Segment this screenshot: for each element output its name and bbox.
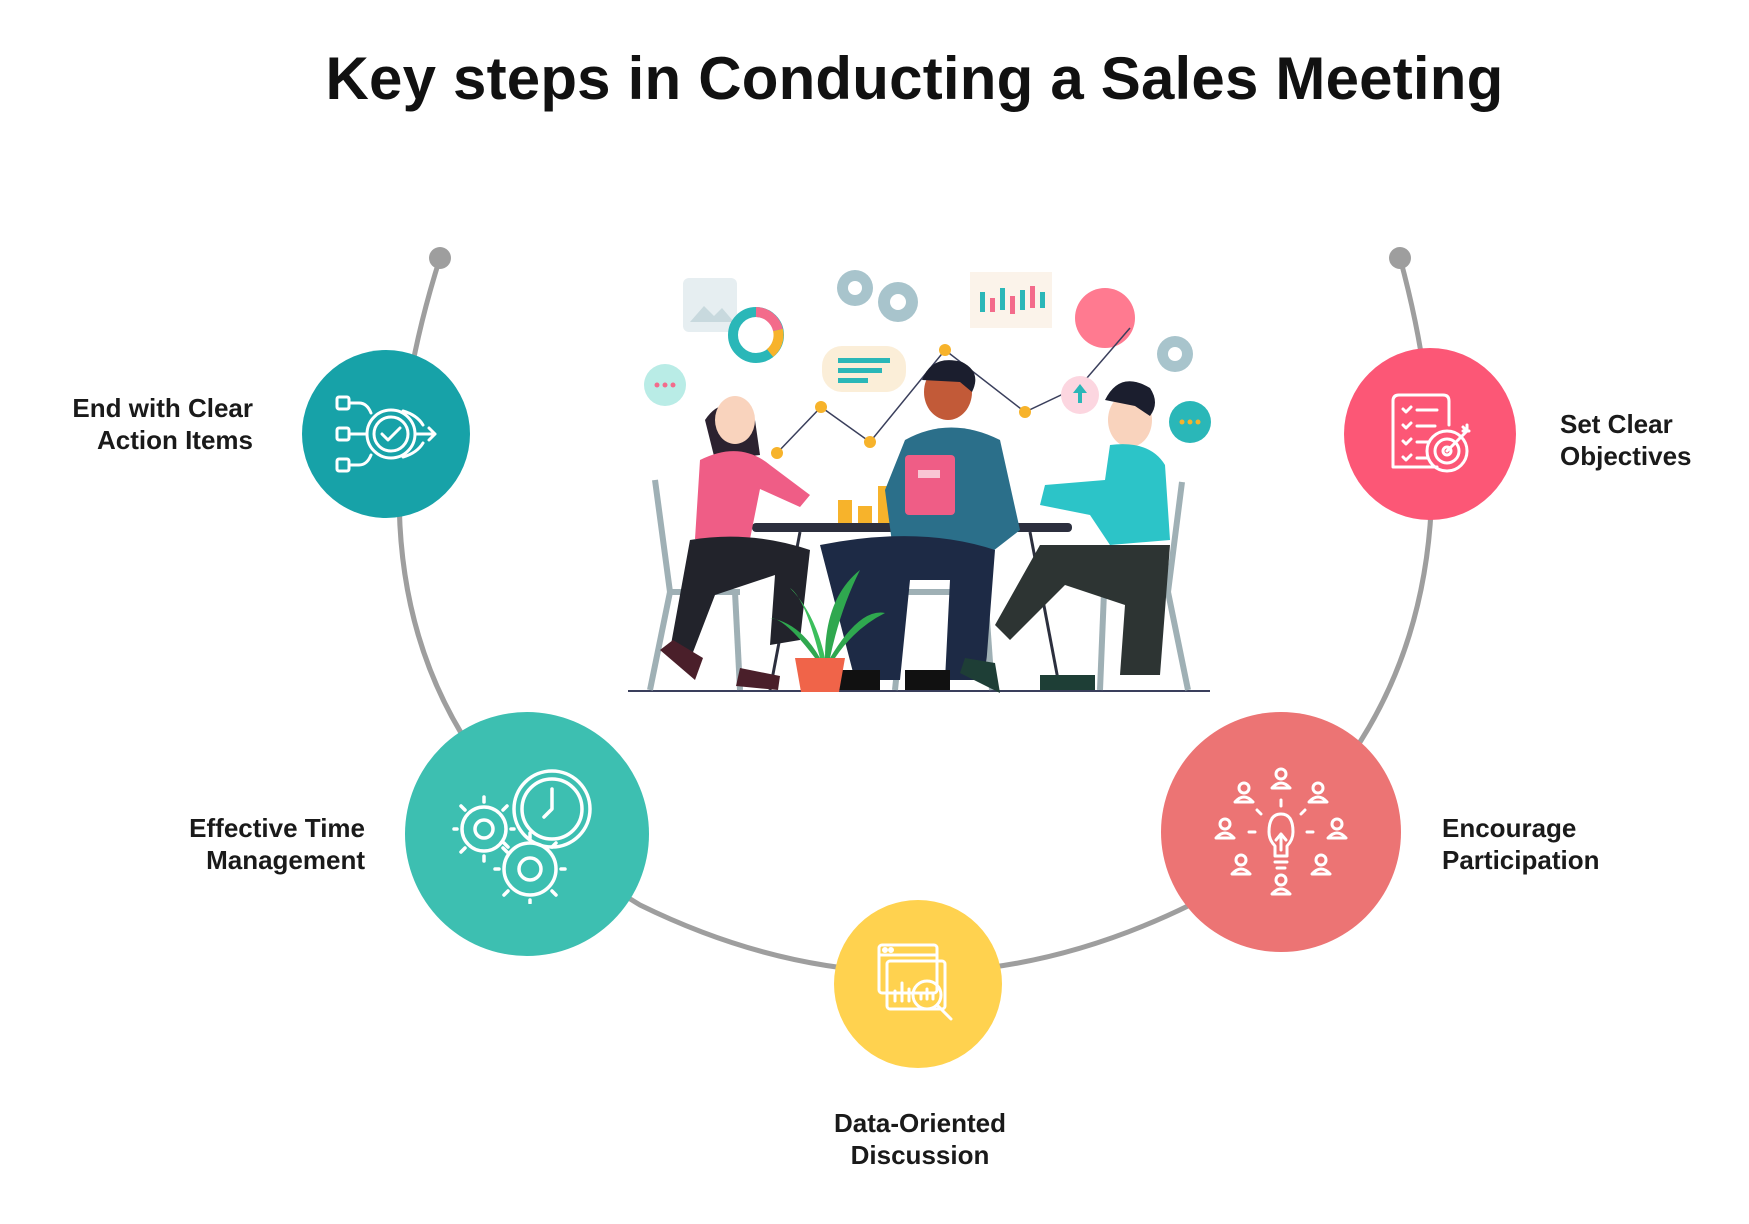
step-circle-time-management [405,712,649,956]
step-label-encourage-participation: Encourage Participation [1442,812,1672,876]
step-circle-clear-objectives [1344,348,1516,520]
page-title: Key steps in Conducting a Sales Meeting [325,45,1504,112]
step-label-line1: End with Clear [72,393,253,423]
chat-bubble-icon [644,346,1211,443]
step-label-line2: Participation [1442,845,1600,875]
step-label-clear-objectives: Set Clear Objectives [1560,408,1745,472]
step-circle-data-discussion [834,900,1002,1068]
step-label-line1: Set Clear [1560,409,1673,439]
step-label-line2: Management [206,845,365,875]
team-meeting-illustration [628,270,1211,693]
person-middle [820,360,1020,690]
step-label-end-action-items: End with Clear Action Items [28,392,253,456]
step-label-time-management: Effective Time Management [110,812,365,876]
gears-clock-icon [452,769,592,904]
arc-endpoint-left [429,247,451,269]
idea-people-icon [1214,767,1348,896]
flow-check-icon [335,395,437,473]
step-label-line2: Action Items [96,425,253,455]
step-label-line2: Discussion [850,1140,990,1170]
arc-endpoint-right [1389,247,1411,269]
pink-dot-decor [1075,288,1135,348]
step-circle-end-action-items [302,350,470,518]
step-label-data-discussion: Data-Oriented Discussion [770,1107,1070,1171]
gears-decor-icon [837,270,1193,372]
person-left [660,396,810,690]
donut-chart-icon [728,307,784,363]
step-label-line2: Objectives [1560,441,1692,471]
potted-plant-icon [770,570,885,692]
step-label-line1: Effective Time [189,813,365,843]
step-circle-encourage-participation [1161,712,1401,952]
candlestick-card-icon [970,272,1052,328]
step-label-line1: Encourage [1442,813,1577,843]
step-label-line1: Data-Oriented [834,1108,1006,1138]
image-placeholder-icon [683,278,737,332]
checklist-target-icon [1391,393,1471,473]
data-analysis-icon [877,943,953,1021]
person-right [960,381,1170,693]
